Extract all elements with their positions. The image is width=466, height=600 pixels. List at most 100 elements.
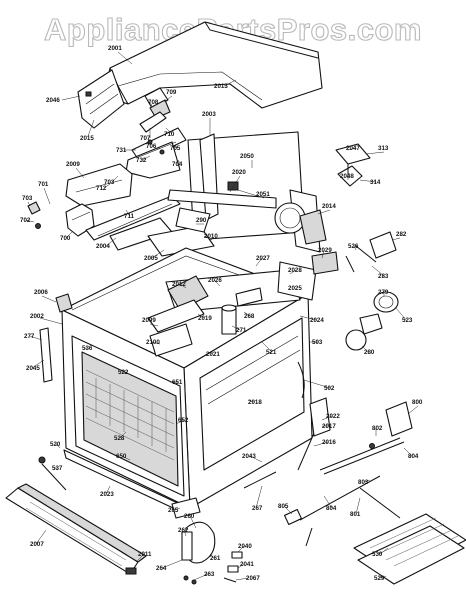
part-number-label: 279 [378,289,389,296]
part-number-label: 503 [312,339,323,346]
leader-line [237,563,245,569]
part-number-label: 529 [374,575,385,582]
drawer-panel-illustration [5,483,147,575]
leader-line [321,249,325,259]
part-number-label: 2013 [214,83,228,90]
leader-lines [25,51,419,581]
igniter-illustration [311,231,397,275]
part-number-label: 2020 [232,169,246,176]
part-number-label: 2047 [346,145,360,152]
part-number-label: 530 [372,551,383,558]
part-number-label: 2027 [256,255,270,262]
leader-line [235,577,249,581]
part-number-label: 805 [278,503,289,510]
leader-line [229,175,241,193]
leader-line [395,307,407,321]
part-number-label: 709 [166,89,177,96]
part-number-label: 650 [116,453,127,460]
leader-line [261,341,273,353]
leader-line [117,51,133,65]
leader-line [125,209,131,217]
part-number-label: 2100 [146,339,160,346]
leader-line [379,547,389,555]
part-number-label: 708 [148,99,159,106]
part-number-label: 2067 [246,575,260,582]
spring-parts-illustration [243,397,331,489]
part-number-label: 313 [378,145,389,152]
part-number-label: 2015 [80,135,94,142]
part-number-label: 2045 [26,365,40,372]
leader-line [255,257,263,267]
part-number-label: 2002 [30,313,44,320]
part-number-label: 2019 [198,315,212,322]
leader-line [121,455,131,461]
leader-line [223,79,237,87]
leader-line [359,179,377,183]
part-number-label: 283 [378,273,389,280]
part-number-label: 2010 [204,233,218,240]
leader-line [135,553,145,563]
leader-line [407,405,419,415]
part-number-label: 705 [170,145,181,152]
part-number-label: 2006 [34,289,48,296]
leader-line [197,313,205,319]
leader-line [161,559,183,569]
leader-line [31,359,45,369]
part-number-label: 2099 [142,317,156,324]
part-number-label: 282 [396,231,407,238]
part-number-label: 528 [114,435,125,442]
leader-line [35,529,47,545]
left-trim-illustration [38,293,73,491]
part-number-label: 314 [370,179,381,186]
top-frame-illustration [85,189,277,257]
part-number-label: 707 [140,135,151,142]
leader-line [283,505,293,515]
leader-line [111,175,119,183]
part-number-label: 712 [96,185,107,192]
leader-line [303,379,331,389]
burner-parts-illustration [147,275,263,357]
part-number-label: 523 [402,317,413,324]
left-bracket-and-motor-illustration [27,163,133,237]
leader-line [203,235,213,241]
part-number-label: 2051 [256,191,270,198]
part-number-label: 2014 [322,203,336,210]
leader-line [29,335,43,341]
part-number-label: 263 [204,571,215,578]
top-panel-illustration [77,21,323,129]
part-number-label: 2025 [288,285,302,292]
part-number-label: 651 [172,379,183,386]
part-number-label: 261 [210,555,221,562]
leader-line [355,497,361,515]
leader-line [165,127,173,135]
leader-line [151,341,161,345]
leader-line [87,119,95,137]
bake-element-illustration [283,401,413,547]
part-number-label: 2048 [340,173,354,180]
leader-line [209,351,213,355]
leader-line [105,485,111,495]
leader-line [289,269,297,275]
leader-line [55,443,61,449]
part-number-label: 804 [408,453,419,460]
leader-line [365,151,385,155]
part-number-label: 711 [124,213,135,220]
leader-line [39,317,63,325]
part-number-label: 521 [266,349,277,356]
part-number-label: 801 [350,511,361,518]
leader-line [105,237,117,247]
part-number-label: 2012 [172,281,186,288]
part-number-label: 652 [178,417,189,424]
leader-line [27,201,31,207]
bottom-rail-illustration [63,449,201,519]
part-number-label: 260 [184,513,195,520]
part-number-label: 268 [244,313,255,320]
part-number-label: 502 [324,385,335,392]
part-number-label: 536 [82,345,93,352]
part-number-label: 2004 [96,243,110,250]
leader-line [177,159,181,165]
part-number-label: 2007 [30,541,44,548]
broiler-pan-illustration [353,513,466,585]
leader-line [247,399,255,403]
